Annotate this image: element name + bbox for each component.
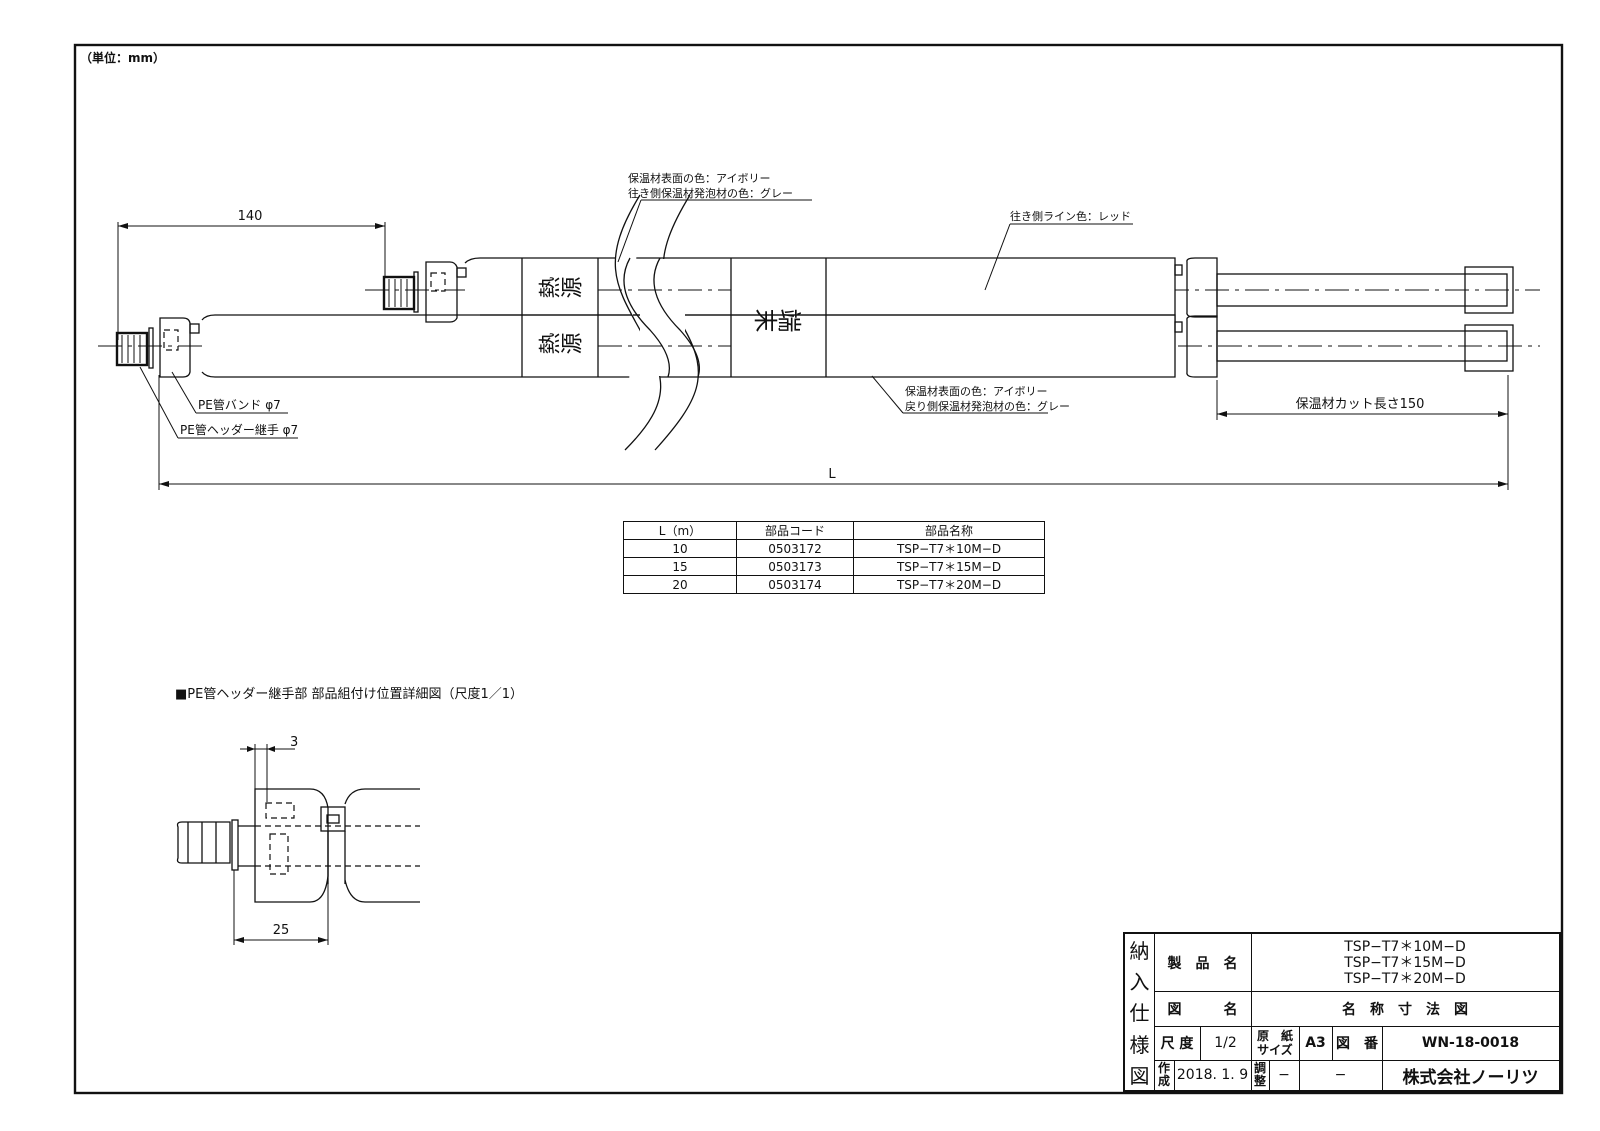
callout-supply-surface: 保温材表面の色：アイボリー xyxy=(628,171,770,185)
supply-pe-band xyxy=(456,267,467,278)
created-label: 作 成 xyxy=(1154,1060,1175,1090)
product-name-label: 製 品 名 xyxy=(1154,934,1252,992)
product-names: TSP−T7＊10M−D TSP−T7＊15M−D TSP−T7＊20M−D xyxy=(1251,934,1559,992)
callout-return-foam: 戻り側保温材発泡材の色：グレー xyxy=(905,399,1070,413)
heat-source-label-bottom: 熱源 xyxy=(538,333,582,359)
table-row: 10 0503172 TSP−T7＊10M−D xyxy=(623,539,1045,558)
dim-25: 25 xyxy=(273,923,290,938)
col-code: 部品コード xyxy=(736,521,854,540)
dimensions: 140 L 保温材カット長さ150 xyxy=(117,209,1509,490)
dim-3: 3 xyxy=(290,735,298,750)
return-header-fitting xyxy=(115,331,149,367)
supply-bare-pipe xyxy=(1216,273,1508,307)
dim-cut-150: 保温材カット長さ150 xyxy=(1296,397,1425,412)
callout-supply-line-color: 往き側ライン色：レッド xyxy=(1010,209,1131,223)
callouts: 保温材表面の色：アイボリー 往き側保温材発泡材の色：グレー 往き側ライン色：レッ… xyxy=(139,171,1133,439)
parts-table: L（m） 部品コード 部品名称 10 0503172 TSP−T7＊10M−D … xyxy=(623,521,1045,594)
paper-size: A3 xyxy=(1299,1026,1333,1061)
detail-title: ■PE管ヘッダー継手部 部品組付け位置詳細図（尺度1／1） xyxy=(175,686,523,702)
callout-pe-header-joint: PE管ヘッダー継手 φ7 xyxy=(180,422,298,437)
company-name: 株式会社ノーリツ xyxy=(1402,1067,1539,1088)
callout-return-surface: 保温材表面の色：アイボリー xyxy=(905,384,1047,398)
title-block: 納 入 仕 様 図 製 品 名 TSP−T7＊10M−D TSP−T7＊15M−… xyxy=(1123,932,1561,1092)
callout-pe-band: PE管バンド φ7 xyxy=(198,397,281,412)
adjust-value: − xyxy=(1269,1060,1300,1090)
table-row: 20 0503174 TSP−T7＊20M−D xyxy=(623,575,1045,594)
terminal-label: 端末 xyxy=(754,304,802,332)
pipe-assembly: 熱源 熱源 端末 xyxy=(98,194,1540,451)
drawing-no-label: 図 番 xyxy=(1332,1026,1383,1061)
col-length: L（m） xyxy=(623,521,737,540)
detail-view: 3 25 xyxy=(176,735,420,945)
paper-size-label: 原 紙 サイズ xyxy=(1251,1026,1300,1061)
blank-value: − xyxy=(1299,1060,1383,1090)
heat-source-label-top: 熱源 xyxy=(538,277,582,303)
dim-140: 140 xyxy=(238,209,263,224)
drawing-name-label: 図 名 xyxy=(1154,991,1252,1027)
vertical-title: 納 入 仕 様 図 xyxy=(1125,934,1155,1090)
return-bare-pipe xyxy=(1216,330,1508,362)
callout-supply-foam: 往き側保温材発泡材の色：グレー xyxy=(628,186,793,200)
created-date: 2018. 1. 9 xyxy=(1174,1060,1252,1090)
drawing-no: WN-18-0018 xyxy=(1382,1026,1559,1061)
return-pe-band xyxy=(189,323,200,334)
drawing-frame xyxy=(73,43,1564,1095)
drawing-name: 名 称 寸 法 図 xyxy=(1251,991,1559,1027)
unit-note: （単位：mm） xyxy=(80,50,165,65)
scale-value: 1/2 xyxy=(1200,1026,1252,1061)
col-name: 部品名称 xyxy=(853,521,1045,540)
dim-L: L xyxy=(828,467,836,482)
scale-label: 尺 度 xyxy=(1154,1026,1201,1061)
adjust-label: 調 整 xyxy=(1251,1060,1270,1090)
table-row: 15 0503173 TSP−T7＊15M−D xyxy=(623,557,1045,576)
